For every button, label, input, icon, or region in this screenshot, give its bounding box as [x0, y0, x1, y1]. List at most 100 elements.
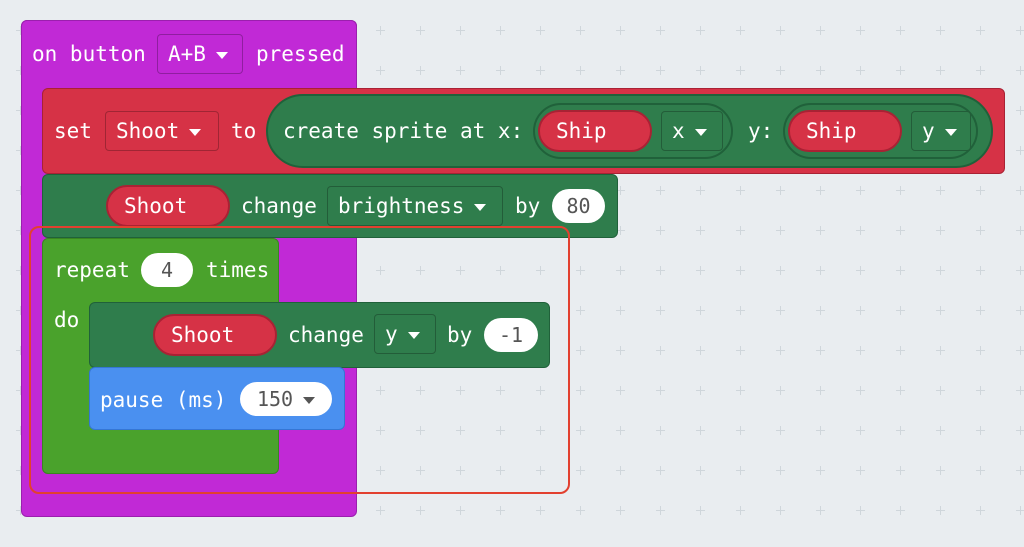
grid-plus-mark [16, 186, 25, 195]
grid-plus-mark [776, 226, 785, 235]
grid-plus-mark [816, 506, 825, 515]
grid-plus-mark [576, 386, 585, 395]
grid-plus-mark [456, 506, 465, 515]
grid-plus-mark [376, 266, 385, 275]
grid-plus-mark [16, 146, 25, 155]
grid-plus-mark [1016, 146, 1024, 155]
grid-plus-mark [976, 226, 985, 235]
grid-plus-mark [1016, 26, 1024, 35]
grid-plus-mark [896, 506, 905, 515]
change-y-sprite-pill[interactable]: Shoot [153, 314, 277, 356]
grid-plus-mark [856, 386, 865, 395]
button-dropdown-value: A+B [168, 42, 206, 66]
grid-plus-mark [896, 306, 905, 315]
grid-plus-mark [736, 26, 745, 35]
grid-plus-mark [816, 186, 825, 195]
grid-plus-mark [696, 266, 705, 275]
grid-plus-mark [496, 386, 505, 395]
grid-plus-mark [816, 386, 825, 395]
grid-plus-mark [496, 66, 505, 75]
grid-plus-mark [696, 66, 705, 75]
grid-plus-mark [416, 26, 425, 35]
grid-plus-mark [576, 426, 585, 435]
grid-plus-mark [856, 346, 865, 355]
grid-plus-mark [696, 386, 705, 395]
grid-plus-mark [16, 106, 25, 115]
grid-plus-mark [976, 506, 985, 515]
brightness-property-dropdown[interactable]: brightness [327, 186, 503, 226]
x-property-dropdown[interactable]: x [661, 111, 723, 151]
grid-plus-mark [736, 466, 745, 475]
pause-duration-dropdown[interactable]: 150 [240, 382, 332, 416]
grid-plus-mark [536, 66, 545, 75]
grid-plus-mark [16, 226, 25, 235]
grid-plus-mark [736, 226, 745, 235]
grid-plus-mark [1016, 386, 1024, 395]
grid-plus-mark [1016, 506, 1024, 515]
grid-plus-mark [936, 66, 945, 75]
grid-plus-mark [936, 26, 945, 35]
do-label: do [54, 308, 80, 332]
grid-plus-mark [816, 346, 825, 355]
grid-plus-mark [376, 66, 385, 75]
brightness-by-label: by [515, 194, 541, 218]
grid-plus-mark [656, 66, 665, 75]
grid-plus-mark [416, 506, 425, 515]
grid-plus-mark [896, 266, 905, 275]
button-dropdown[interactable]: A+B [157, 34, 243, 74]
change-y-sprite-value: Shoot [171, 323, 235, 347]
grid-plus-mark [536, 426, 545, 435]
grid-plus-mark [976, 266, 985, 275]
y-property-dropdown[interactable]: y [911, 111, 971, 151]
grid-plus-mark [1016, 466, 1024, 475]
grid-plus-mark [416, 386, 425, 395]
change-y-value-input[interactable]: -1 [484, 318, 538, 352]
grid-plus-mark [896, 226, 905, 235]
grid-plus-mark [936, 426, 945, 435]
grid-plus-mark [376, 506, 385, 515]
grid-plus-mark [456, 386, 465, 395]
grid-plus-mark [976, 306, 985, 315]
set-label: set [54, 119, 92, 143]
grid-plus-mark [936, 226, 945, 235]
grid-plus-mark [576, 466, 585, 475]
brightness-property-value: brightness [338, 194, 465, 218]
grid-plus-mark [656, 506, 665, 515]
grid-plus-mark [696, 346, 705, 355]
repeat-count-input[interactable]: 4 [141, 253, 193, 287]
grid-plus-mark [416, 266, 425, 275]
grid-plus-mark [536, 466, 545, 475]
grid-plus-mark [456, 26, 465, 35]
y-sprite-pill[interactable]: Ship [788, 110, 902, 152]
grid-plus-mark [16, 66, 25, 75]
grid-plus-mark [936, 506, 945, 515]
grid-plus-mark [656, 426, 665, 435]
grid-plus-mark [1016, 306, 1024, 315]
grid-plus-mark [736, 266, 745, 275]
chevron-down-icon [407, 331, 420, 339]
grid-plus-mark [816, 26, 825, 35]
y-sprite-value: Ship [806, 119, 857, 143]
brightness-sprite-pill[interactable]: Shoot [106, 185, 230, 227]
brightness-value-input[interactable]: 80 [552, 189, 605, 223]
grid-plus-mark [536, 26, 545, 35]
grid-plus-mark [936, 346, 945, 355]
chevron-down-icon [303, 396, 316, 404]
grid-plus-mark [976, 426, 985, 435]
grid-plus-mark [496, 426, 505, 435]
grid-plus-mark [16, 346, 25, 355]
brightness-change-label: change [241, 194, 317, 218]
grid-plus-mark [936, 186, 945, 195]
grid-plus-mark [896, 426, 905, 435]
x-sprite-pill[interactable]: Ship [538, 110, 652, 152]
grid-plus-mark [736, 386, 745, 395]
grid-plus-mark [856, 266, 865, 275]
grid-plus-mark [736, 306, 745, 315]
change-y-property-dropdown[interactable]: y [374, 314, 436, 354]
grid-plus-mark [856, 466, 865, 475]
grid-plus-mark [776, 426, 785, 435]
set-variable-dropdown[interactable]: Shoot [105, 111, 219, 151]
grid-plus-mark [616, 306, 625, 315]
grid-plus-mark [616, 226, 625, 235]
grid-plus-mark [656, 386, 665, 395]
